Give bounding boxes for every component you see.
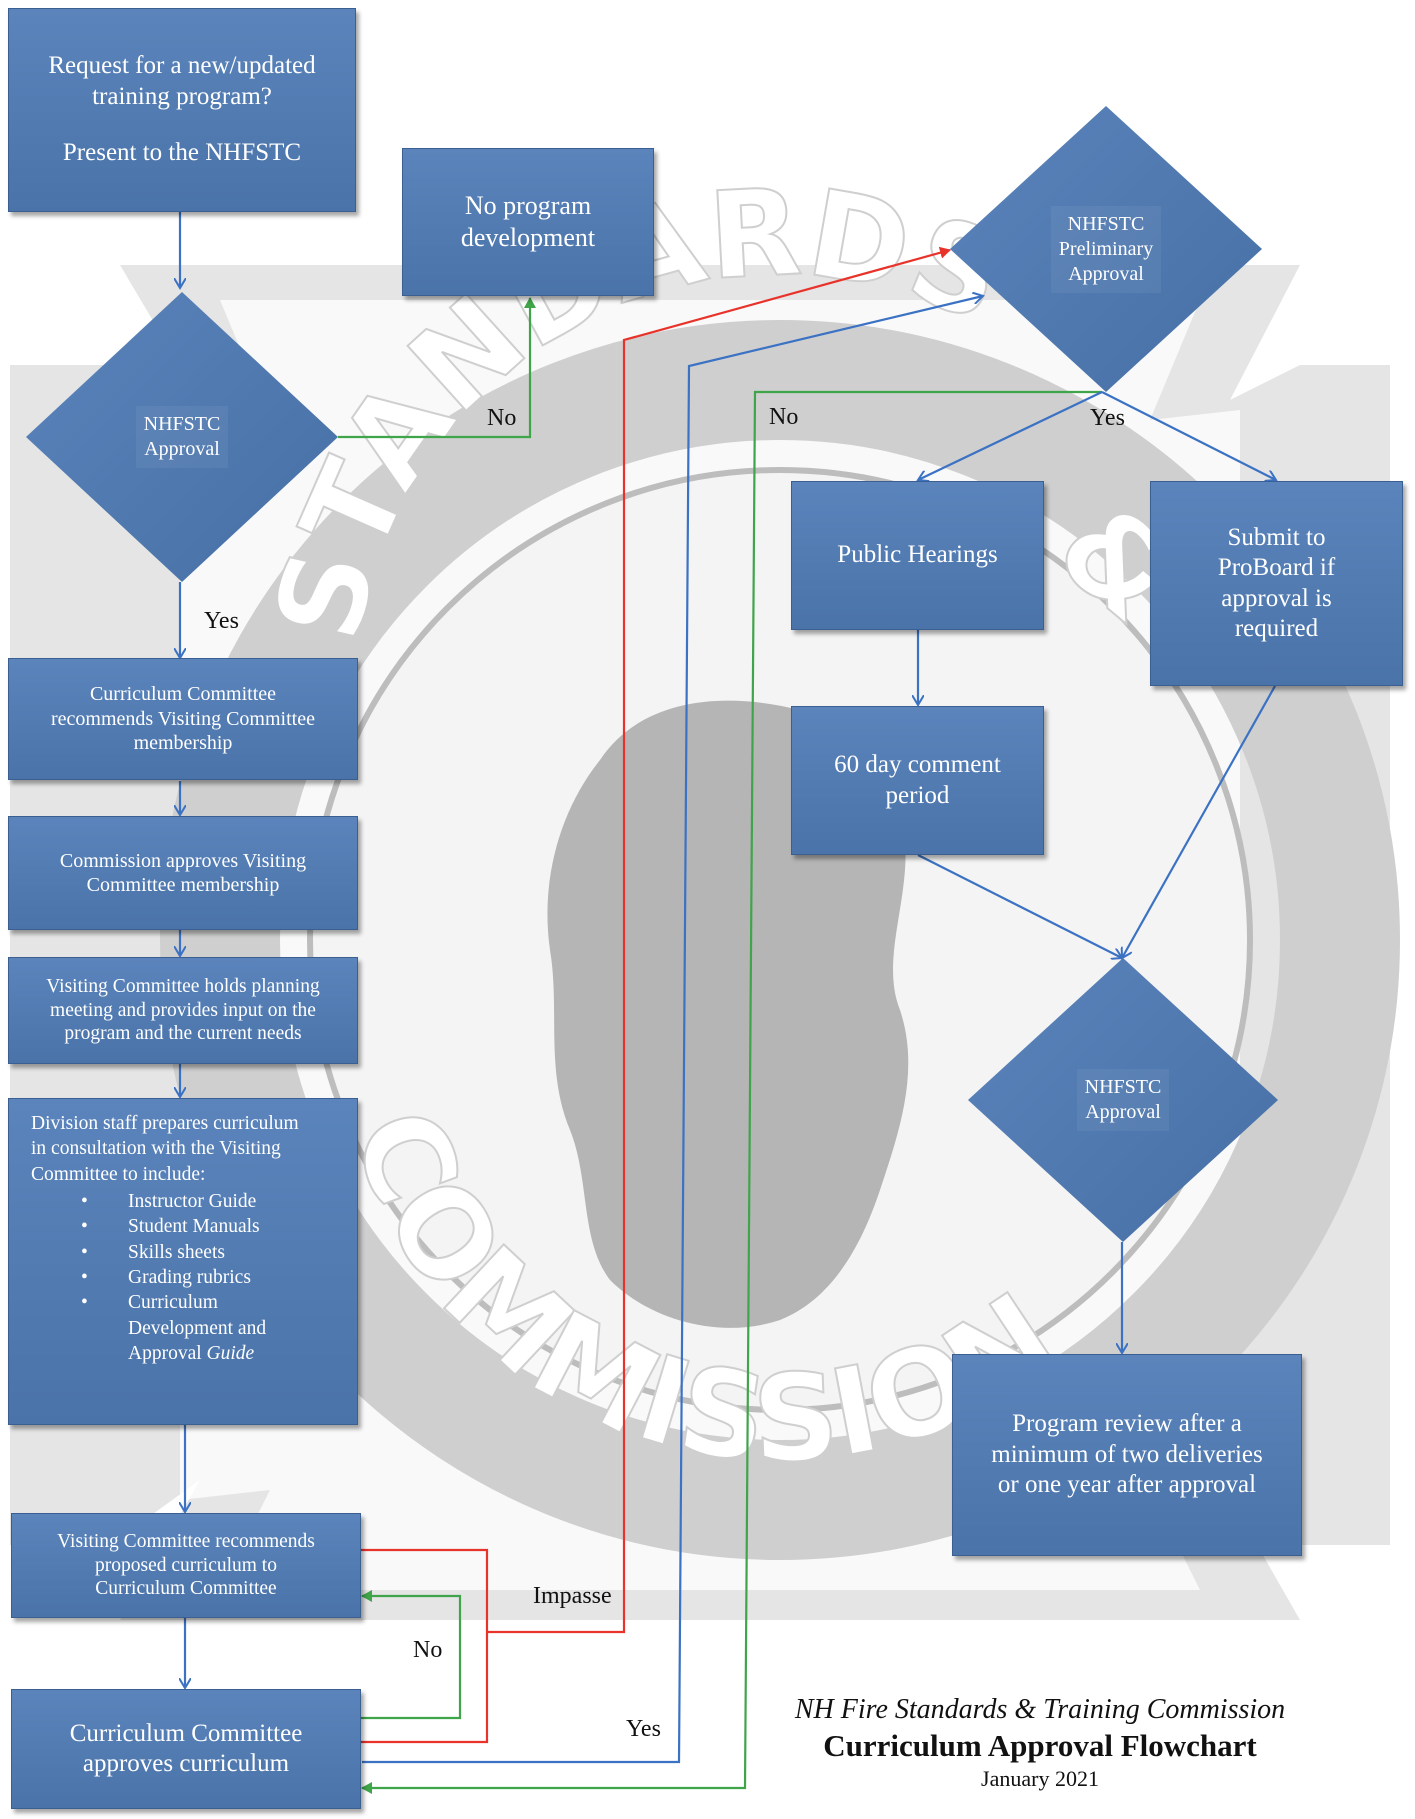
public-hearings-box: Public Hearings xyxy=(791,481,1044,630)
label-yes-2: Yes xyxy=(1090,405,1125,431)
list-item: Skills sheets xyxy=(31,1240,299,1266)
label-no-1: No xyxy=(487,405,517,431)
prelim-line-1: NHFSTC xyxy=(1067,212,1145,235)
label-yes-1: Yes xyxy=(204,608,239,634)
arrow-approval-no xyxy=(338,297,536,439)
request-line-1: Request for a new/updated xyxy=(48,52,316,80)
last-item-tail: Approval xyxy=(128,1343,207,1365)
approval-1-line-1: NHFSTC xyxy=(143,413,221,435)
chart-date: January 2021 xyxy=(981,1766,1099,1791)
review-line-1: Program review after a xyxy=(1012,1410,1242,1438)
curr-rec-line-2: recommends Visiting Committee xyxy=(51,707,315,730)
commission-approves-box: Commission approves Visiting Committee m… xyxy=(8,816,358,930)
prelim-line-2: Preliminary xyxy=(1058,237,1154,260)
cc-approves-line-2: approves curriculum xyxy=(82,1750,290,1777)
curr-rec-line-1: Curriculum Committee xyxy=(89,683,277,706)
request-line-3: Present to the NHFSTC xyxy=(62,139,302,167)
division-intro-2: in consultation with the Visiting xyxy=(31,1138,281,1160)
mountain-profile-image xyxy=(547,700,909,1328)
label-no-3: No xyxy=(413,1637,443,1663)
list-item: Curriculum Development and Approval Guid… xyxy=(31,1290,299,1366)
approval-1-line-2: Approval xyxy=(144,438,220,460)
list-item: Student Manuals xyxy=(31,1214,299,1240)
label-impasse: Impasse xyxy=(533,1583,612,1609)
planning-line-3: program and the current needs xyxy=(64,1023,302,1045)
label-yes-3: Yes xyxy=(626,1716,661,1742)
comment-period-box: 60 day comment period xyxy=(791,706,1044,855)
planning-meeting-box: Visiting Committee holds planning meetin… xyxy=(8,957,358,1064)
last-item-italic: Guide xyxy=(206,1343,255,1365)
planning-line-2: meeting and provides input on the xyxy=(50,999,316,1021)
comment-line-2: period xyxy=(885,781,950,809)
request-line-2: training program? xyxy=(92,82,272,110)
vc-recommends-box: Visiting Committee recommends proposed c… xyxy=(11,1513,361,1618)
curriculum-recommends-box: Curriculum Committee recommends Visiting… xyxy=(8,658,358,780)
chart-title: Curriculum Approval Flowchart xyxy=(823,1728,1257,1763)
approval-2-line-2: Approval xyxy=(1085,1101,1161,1123)
proboard-line-4: required xyxy=(1234,615,1319,642)
arrow-cc-no-loop xyxy=(360,1590,462,1720)
program-review-box: Program review after a minimum of two de… xyxy=(952,1354,1302,1556)
list-item: Grading rubrics xyxy=(31,1265,299,1291)
division-intro-1: Division staff prepares curriculum xyxy=(31,1113,299,1134)
proboard-line-3: approval is xyxy=(1221,584,1332,612)
commission-line-2: Committee membership xyxy=(86,874,280,896)
division-intro-3: Committee to include: xyxy=(31,1163,206,1185)
last-item-line-1: Curriculum xyxy=(128,1292,218,1314)
request-box: Request for a new/updated training progr… xyxy=(8,8,356,212)
list-item: Instructor Guide xyxy=(31,1189,299,1215)
comment-line-1: 60 day comment xyxy=(834,751,1001,778)
org-name: NH Fire Standards & Training Commission xyxy=(794,1694,1286,1725)
prelim-line-3: Approval xyxy=(1068,262,1144,285)
division-item-list: Instructor Guide Student Manuals Skills … xyxy=(31,1189,299,1366)
vc-rec-line-1: Visiting Committee recommends xyxy=(57,1530,315,1552)
seal-ring xyxy=(160,320,1400,1560)
review-line-3: or one year after approval xyxy=(997,1471,1257,1499)
commission-line-1: Commission approves Visiting xyxy=(59,849,307,872)
arrow-impasse xyxy=(487,246,951,1634)
proboard-box: Submit to ProBoard if approval is requir… xyxy=(1150,481,1403,686)
arrow-preliminary-no xyxy=(361,390,1102,1794)
label-no-2: No xyxy=(769,404,799,430)
last-item-line-2: Development and xyxy=(128,1317,267,1339)
vc-rec-line-2: proposed curriculum to xyxy=(95,1554,277,1576)
proboard-line-2: ProBoard if xyxy=(1217,554,1336,581)
cc-approves-box: Curriculum Committee approves curriculum xyxy=(11,1689,361,1809)
title-block: NH Fire Standards & Training Commission … xyxy=(720,1694,1360,1792)
no-program-line-2: development xyxy=(460,223,596,252)
no-program-box: No program development xyxy=(402,148,654,296)
arrow-yes-to-preliminary xyxy=(362,296,983,1764)
vc-rec-line-3: Curriculum Committee xyxy=(95,1578,277,1600)
approval-2-line-1: NHFSTC xyxy=(1084,1076,1162,1098)
review-line-2: minimum of two deliveries xyxy=(991,1440,1263,1468)
planning-line-1: Visiting Committee holds planning xyxy=(46,975,320,997)
no-program-line-1: No program xyxy=(464,191,592,221)
division-staff-box: Division staff prepares curriculum in co… xyxy=(8,1098,358,1425)
curr-rec-line-3: membership xyxy=(133,732,233,755)
line-red-loop xyxy=(360,1548,489,1744)
cc-approves-line-1: Curriculum Committee xyxy=(69,1719,303,1747)
public-hearings-label: Public Hearings xyxy=(837,541,998,569)
proboard-line-1: Submit to xyxy=(1227,523,1326,551)
